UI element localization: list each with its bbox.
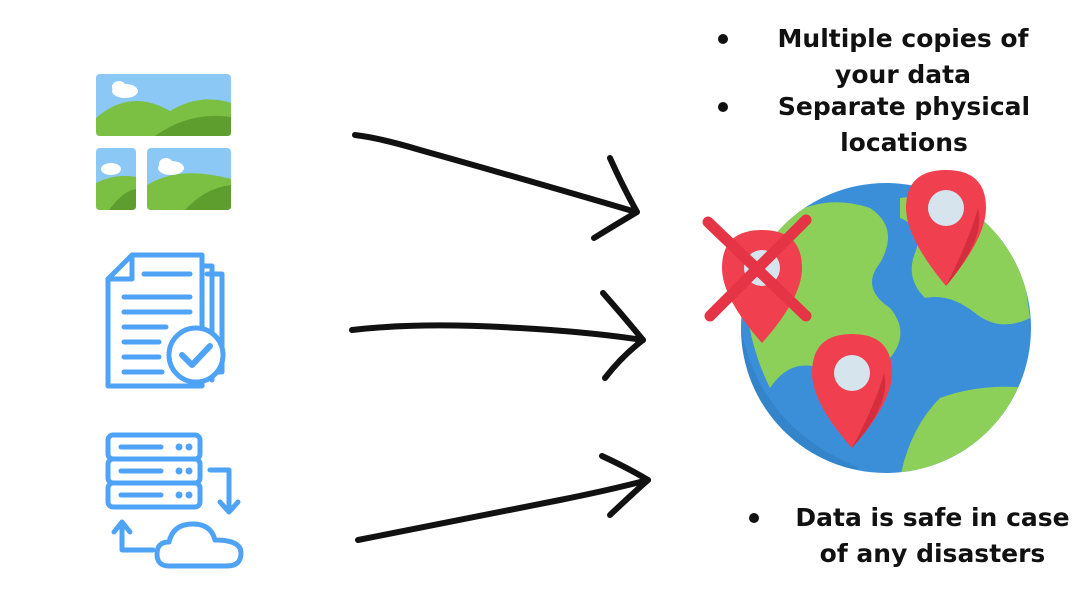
bullet-text-safe: Data is safe in case of any disasters xyxy=(795,503,1070,568)
pin-top-right xyxy=(906,170,986,286)
red-cross-icon xyxy=(702,214,812,322)
documents-check-icon xyxy=(105,252,226,389)
bullet-text-locations: Separate physical locations xyxy=(777,92,1031,157)
pin-bottom xyxy=(812,334,892,448)
images-icon xyxy=(96,74,231,210)
server-cloud-sync-icon xyxy=(105,432,244,569)
globe-with-location-pins-icon xyxy=(722,170,1031,473)
bullet-dot-safe xyxy=(749,513,759,523)
bullet-dot-copies xyxy=(718,34,728,44)
bullet-text-copies: Multiple copies of your data xyxy=(777,24,1029,89)
bullet-dot-locations xyxy=(718,102,728,112)
